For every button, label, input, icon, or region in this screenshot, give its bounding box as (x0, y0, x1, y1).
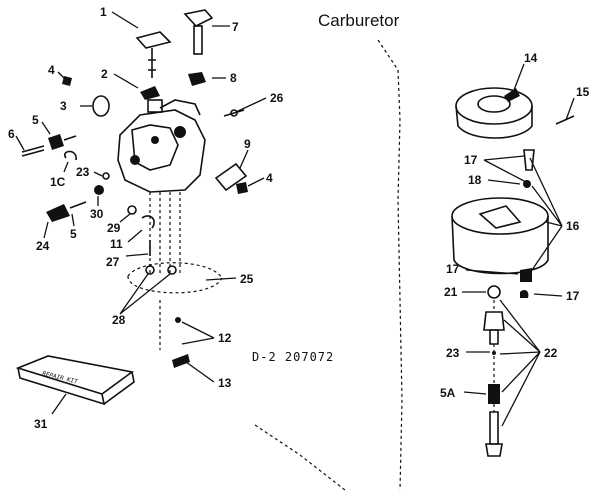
callout-1: 1 (100, 5, 107, 19)
callout-5A: 5A (440, 386, 456, 400)
callout-31: 31 (34, 417, 48, 431)
callout-12: 12 (218, 331, 232, 345)
part-4-screw-top (62, 76, 72, 86)
callout-17-top: 17 (464, 153, 478, 167)
callout-8: 8 (230, 71, 237, 85)
callout-18: 18 (468, 173, 482, 187)
callout-15: 15 (576, 85, 590, 99)
part-8-nut (188, 72, 206, 86)
part-24-needle-lower (46, 201, 87, 222)
bowl-bolt (485, 411, 503, 457)
callout-22: 22 (544, 346, 558, 360)
part-12-washer (175, 317, 181, 323)
part-9-plate (214, 162, 248, 192)
part-29-ring (127, 205, 137, 215)
callout-21: 21 (444, 285, 458, 299)
float-14 (455, 87, 533, 139)
part-17-spring (520, 290, 529, 298)
callout-4-top: 4 (48, 63, 55, 77)
part-17-needle (520, 268, 532, 282)
part-3-plate (92, 95, 110, 117)
part-30-seat (94, 185, 104, 195)
part-6-pin (21, 145, 45, 157)
callout-4-right: 4 (266, 171, 273, 185)
callout-25: 25 (240, 272, 254, 286)
part-26-screw (223, 109, 245, 117)
callout-29: 29 (107, 221, 121, 235)
part-2-valve (140, 86, 160, 100)
callout-labels: 1 7 2 8 4 3 26 5 6 9 1C 23 4 30 29 5 24 … (8, 5, 590, 431)
callout-16-right: 16 (566, 219, 580, 233)
leader-lines (15, 11, 575, 427)
part-28-gaskets (145, 265, 177, 275)
throttle-shaft (183, 9, 214, 55)
callout-5-upper: 5 (32, 113, 39, 127)
part-15-pin (555, 115, 575, 125)
callout-28: 28 (112, 313, 126, 327)
callout-7: 7 (232, 20, 239, 34)
separator-line-lower (254, 424, 346, 491)
callout-26: 26 (270, 91, 284, 105)
part-13-bolt (172, 354, 190, 368)
part-21-washer (487, 285, 501, 299)
callout-17-right: 17 (566, 289, 580, 303)
callout-24: 24 (36, 239, 50, 253)
carburetor-body (117, 99, 206, 193)
callout-23-right: 23 (446, 346, 460, 360)
diagram-code: D-2 207072 (252, 350, 334, 364)
part-22-jet (483, 311, 505, 345)
callout-23-left: 23 (76, 165, 90, 179)
part-11-float-pin (141, 215, 155, 256)
callout-14: 14 (524, 51, 538, 65)
callout-27: 27 (106, 255, 120, 269)
part-25-float-bowl (127, 262, 223, 350)
part-5-needle-upper (48, 134, 77, 150)
callout-6: 6 (8, 127, 15, 141)
callout-30: 30 (90, 207, 104, 221)
part-23-washer (102, 172, 110, 180)
part-10-spring (63, 150, 77, 161)
callout-9: 9 (244, 137, 251, 151)
callout-1C: 1C (50, 175, 66, 189)
callout-11: 11 (110, 237, 123, 251)
callout-13: 13 (218, 376, 232, 390)
callout-3: 3 (60, 99, 67, 113)
part-5A-spring (488, 384, 500, 404)
kit-label: REPAIR KIT (42, 370, 79, 386)
separator-line (377, 39, 403, 491)
part-16-bowl (451, 197, 549, 275)
choke-shaft (135, 31, 172, 78)
callout-5-lower: 5 (70, 227, 77, 241)
part-17-screw-top (523, 149, 535, 171)
callout-17-mid: 17 (446, 262, 460, 276)
repair-kit: REPAIR KIT (15, 355, 135, 406)
part-4-screw-right (236, 182, 248, 194)
diagram-title: Carburetor (318, 11, 400, 30)
callout-2: 2 (101, 67, 108, 81)
assembly-lines (149, 192, 181, 276)
